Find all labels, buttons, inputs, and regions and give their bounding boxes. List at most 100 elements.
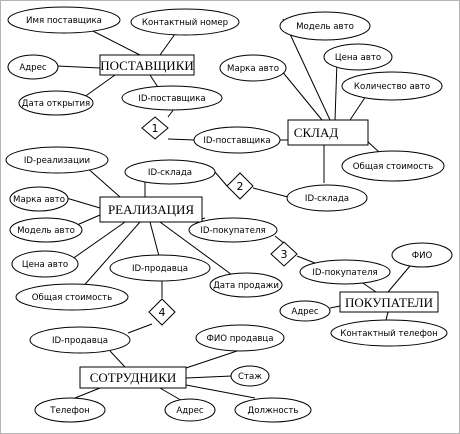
attribute-sale-id[interactable]	[5, 146, 109, 174]
connector-line	[282, 18, 331, 121]
attribute-label: Количество авто	[354, 82, 430, 92]
attribute-label: ID-поставщика	[203, 136, 270, 146]
attribute-label: Цена авто	[22, 260, 68, 270]
entity-box-warehouse[interactable]	[287, 119, 369, 146]
connector-line	[252, 187, 289, 198]
attribute-label: ID-склада	[148, 168, 192, 178]
attribute-model-top[interactable]	[279, 11, 371, 41]
attribute-label: Марка авто	[13, 195, 65, 205]
relationship-4-label: 4	[159, 306, 166, 319]
attribute-label: Модель авто	[296, 22, 354, 32]
attribute-sale-warehouse-id[interactable]	[124, 159, 216, 185]
attribute-buyer-address[interactable]	[279, 300, 331, 322]
connector-line	[127, 323, 153, 334]
connector-line	[84, 26, 141, 56]
connector-line	[385, 311, 389, 321]
attribute-sale-buyer-id[interactable]	[188, 217, 278, 243]
attributes	[5, 6, 453, 423]
connector-line	[214, 171, 228, 187]
connector-line	[159, 221, 244, 284]
attribute-labels: Имя поставщика Контактный номер Адрес Да…	[13, 16, 438, 416]
attribute-label: ID-поставщика	[138, 94, 205, 104]
attribute-experience[interactable]	[230, 365, 270, 387]
connector-lines	[56, 18, 411, 403]
attribute-warehouse-supplier-id[interactable]	[193, 126, 281, 154]
attribute-brand-top[interactable]	[219, 54, 287, 82]
attribute-buyer-id[interactable]	[299, 259, 391, 285]
entity-label-sales: РЕАЛИЗАЦИЯ	[108, 202, 194, 217]
attribute-label: Должность	[248, 406, 299, 416]
attribute-label: Общая стоимость	[32, 293, 112, 303]
attribute-label: Адрес	[291, 307, 319, 317]
relationship-2-label: 2	[237, 180, 244, 193]
attribute-label: Адрес	[176, 406, 204, 416]
attribute-label: ID-реализации	[24, 156, 90, 166]
attribute-label: ID-продавца	[52, 336, 108, 346]
attribute-supplier-id[interactable]	[121, 85, 223, 111]
attribute-open-date[interactable]	[18, 90, 94, 116]
attribute-position[interactable]	[234, 397, 312, 423]
attribute-sale-brand[interactable]	[9, 186, 69, 212]
entity-label-warehouse: СКЛАД	[294, 125, 339, 140]
relationship-3-label: 3	[281, 248, 288, 261]
attribute-label: ID-покупателя	[312, 268, 377, 278]
connector-line	[334, 60, 338, 121]
connector-line	[62, 196, 101, 209]
attribute-label: Цена авто	[335, 53, 381, 63]
connector-line	[167, 138, 196, 141]
connector-line	[185, 375, 233, 379]
attribute-label: Имя поставщика	[26, 16, 102, 26]
entity-label-suppliers: ПОСТАВЩИКИ	[100, 58, 194, 73]
connector-line	[329, 305, 341, 309]
attribute-label: Общая стоимость	[353, 162, 433, 172]
attribute-employee-id[interactable]	[29, 326, 131, 354]
connector-line	[387, 265, 411, 293]
attribute-label: ФИО	[412, 251, 433, 261]
attribute-supplier-address[interactable]	[7, 54, 59, 80]
attribute-sale-date[interactable]	[209, 272, 283, 298]
attribute-quantity[interactable]	[341, 71, 443, 101]
attribute-label: ФИО продавца	[206, 334, 273, 344]
attribute-employee-address[interactable]	[164, 398, 216, 422]
attribute-warehouse-id[interactable]	[286, 184, 368, 212]
attribute-contact-number[interactable]	[130, 8, 240, 36]
connector-line	[179, 349, 241, 371]
relationship-1-diamond[interactable]	[141, 116, 169, 140]
connector-line	[185, 384, 256, 399]
attribute-label: Адрес	[19, 63, 47, 73]
connector-line	[67, 221, 126, 263]
attribute-label: Марка авто	[227, 64, 279, 74]
attribute-label: ID-покупателя	[200, 226, 265, 236]
attribute-label: Дата продажи	[213, 281, 279, 291]
entity-box-suppliers[interactable]	[99, 54, 195, 76]
relationship-2-diamond[interactable]	[226, 172, 254, 200]
attribute-buyer-phone[interactable]	[330, 319, 448, 347]
connector-line	[109, 350, 126, 368]
attribute-sale-price[interactable]	[11, 250, 79, 278]
attribute-label: Контактный телефон	[340, 329, 437, 339]
attribute-label: Дата открытия	[22, 99, 90, 109]
relationship-1-label: 1	[152, 122, 159, 135]
attribute-sale-total[interactable]	[15, 283, 129, 311]
attribute-total-cost-warehouse[interactable]	[341, 150, 445, 182]
attribute-price[interactable]	[323, 43, 393, 71]
attribute-label: Стаж	[238, 372, 262, 382]
entity-box-employees[interactable]	[79, 366, 187, 389]
entity-box-buyers[interactable]	[339, 291, 439, 313]
attribute-buyer-fio[interactable]	[391, 242, 453, 268]
attribute-employee-phone[interactable]	[34, 397, 106, 423]
connector-line	[56, 65, 101, 69]
attribute-sale-employee-id[interactable]	[109, 254, 211, 282]
attribute-label: ID-продавца	[132, 264, 188, 274]
connector-line	[149, 221, 161, 261]
relationship-3-diamond[interactable]	[270, 241, 298, 267]
entity-label-buyers: ПОКУПАТЕЛИ	[345, 295, 433, 310]
relationship-4-diamond[interactable]	[148, 298, 176, 326]
attribute-label: Телефон	[49, 406, 90, 416]
entity-box-sales[interactable]	[99, 196, 203, 223]
connector-line	[280, 69, 323, 121]
attribute-supplier-name[interactable]	[7, 6, 121, 34]
attribute-sale-model[interactable]	[9, 217, 83, 243]
attribute-seller-fio[interactable]	[195, 324, 285, 352]
